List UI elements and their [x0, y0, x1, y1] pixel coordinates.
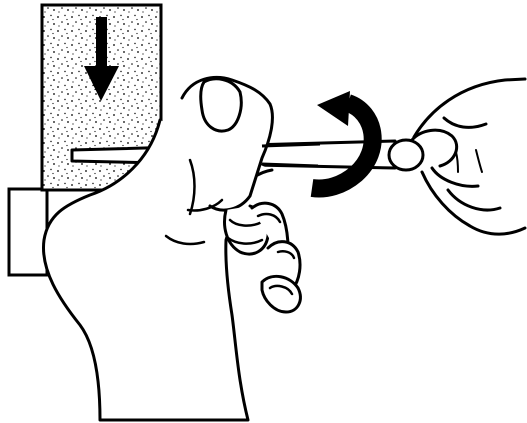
- right-hand: [412, 79, 525, 234]
- rotate-arrow-icon: [312, 91, 373, 188]
